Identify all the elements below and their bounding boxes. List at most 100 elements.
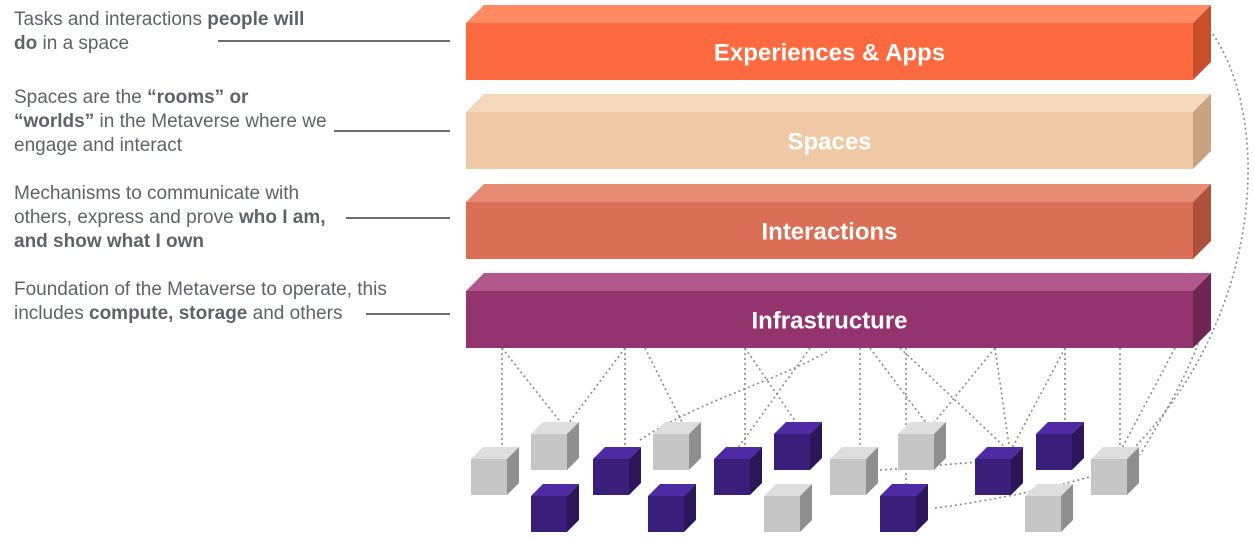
layer-top-face <box>466 273 1211 291</box>
cube-side-face <box>1061 484 1073 532</box>
cube-side-face <box>810 422 822 470</box>
layer-label: Interactions <box>761 219 897 246</box>
layer-experiences: Experiences & Apps <box>466 5 1211 80</box>
layer-label: Infrastructure <box>751 308 907 335</box>
leader-line-interactions <box>346 217 450 219</box>
grey-node-cube <box>898 422 946 470</box>
cube-top-face <box>1025 484 1073 496</box>
cube-top-face <box>1091 447 1139 459</box>
layer-front-face <box>466 112 1193 169</box>
purple-node-cube <box>648 484 696 532</box>
cube-side-face <box>1072 422 1084 470</box>
leader-line-experiences <box>218 40 450 42</box>
cube-top-face <box>648 484 696 496</box>
layer-label: Spaces <box>787 129 871 156</box>
cube-front-face <box>531 496 567 532</box>
cube-front-face <box>830 459 866 495</box>
cube-side-face <box>507 447 519 495</box>
cube-side-face <box>750 447 762 495</box>
grey-node-cube <box>531 422 579 470</box>
leader-line-infrastructure <box>366 313 450 315</box>
layer-side-face <box>1193 184 1211 259</box>
cube-side-face <box>689 422 701 470</box>
cube-side-face <box>567 422 579 470</box>
connection-line <box>1119 347 1176 453</box>
description-spaces: Spaces are the “rooms” or “worlds” in th… <box>14 87 327 156</box>
layer-spaces: Spaces <box>466 94 1211 169</box>
purple-node-cube <box>975 447 1023 495</box>
layer-front-face <box>466 202 1193 259</box>
cube-top-face <box>764 484 812 496</box>
cube-front-face <box>774 434 810 470</box>
layer-side-face <box>1193 94 1211 169</box>
infrastructure-nodes <box>471 422 1139 532</box>
cube-front-face <box>648 496 684 532</box>
connection-line <box>501 347 566 429</box>
cube-side-face <box>934 422 946 470</box>
cube-top-face <box>1036 422 1084 434</box>
purple-node-cube <box>774 422 822 470</box>
cube-front-face <box>764 496 800 532</box>
grey-node-cube <box>471 447 519 495</box>
grey-node-cube <box>1091 447 1139 495</box>
layer-front-face <box>466 291 1193 348</box>
grey-node-cube <box>653 422 701 470</box>
cube-side-face <box>866 447 878 495</box>
grey-node-cube <box>764 484 812 532</box>
cube-top-face <box>880 484 928 496</box>
cube-side-face <box>800 484 812 532</box>
connection-line <box>1129 29 1249 453</box>
layer-interactions: Interactions <box>466 184 1211 259</box>
cube-top-face <box>975 447 1023 459</box>
cube-front-face <box>1091 459 1127 495</box>
purple-node-cube <box>531 484 579 532</box>
layer-top-face <box>466 184 1211 202</box>
cube-top-face <box>830 447 878 459</box>
purple-node-cube <box>1036 422 1084 470</box>
leader-line-spaces <box>334 130 450 132</box>
cube-front-face <box>898 434 934 470</box>
cube-front-face <box>531 434 567 470</box>
description-infrastructure: Foundation of the Metaverse to operate, … <box>14 279 387 324</box>
cube-front-face <box>471 459 507 495</box>
purple-node-cube <box>714 447 762 495</box>
purple-node-cube <box>593 447 641 495</box>
connection-line <box>644 347 686 429</box>
connection-line <box>899 347 1011 453</box>
cube-side-face <box>1127 447 1139 495</box>
cube-top-face <box>714 447 762 459</box>
purple-node-cube <box>880 484 928 532</box>
cube-side-face <box>567 484 579 532</box>
cube-front-face <box>593 459 629 495</box>
connection-line <box>869 347 931 429</box>
cube-front-face <box>1025 496 1061 532</box>
cube-side-face <box>684 484 696 532</box>
cube-front-face <box>975 459 1011 495</box>
cube-side-face <box>629 447 641 495</box>
cube-front-face <box>714 459 750 495</box>
cube-front-face <box>1036 434 1072 470</box>
layer-top-face <box>466 94 1211 112</box>
layer-side-face <box>1193 5 1211 80</box>
grey-node-cube <box>830 447 878 495</box>
cube-side-face <box>1011 447 1023 495</box>
connection-line <box>744 347 801 429</box>
layer-front-face <box>466 23 1193 80</box>
cube-top-face <box>774 422 822 434</box>
grey-node-cube <box>1025 484 1073 532</box>
cube-side-face <box>916 484 928 532</box>
connection-line <box>734 347 811 453</box>
cube-top-face <box>653 422 701 434</box>
cube-front-face <box>653 434 689 470</box>
layer-infrastructure: Infrastructure <box>466 273 1211 348</box>
description-experiences: Tasks and interactions people will do in… <box>14 9 305 54</box>
cube-top-face <box>531 484 579 496</box>
cube-top-face <box>471 447 519 459</box>
connection-line <box>564 347 626 429</box>
cube-top-face <box>593 447 641 459</box>
cube-top-face <box>898 422 946 434</box>
layer-label: Experiences & Apps <box>714 40 945 67</box>
cube-top-face <box>531 422 579 434</box>
description-interactions: Mechanisms to communicate with others, e… <box>14 183 326 252</box>
